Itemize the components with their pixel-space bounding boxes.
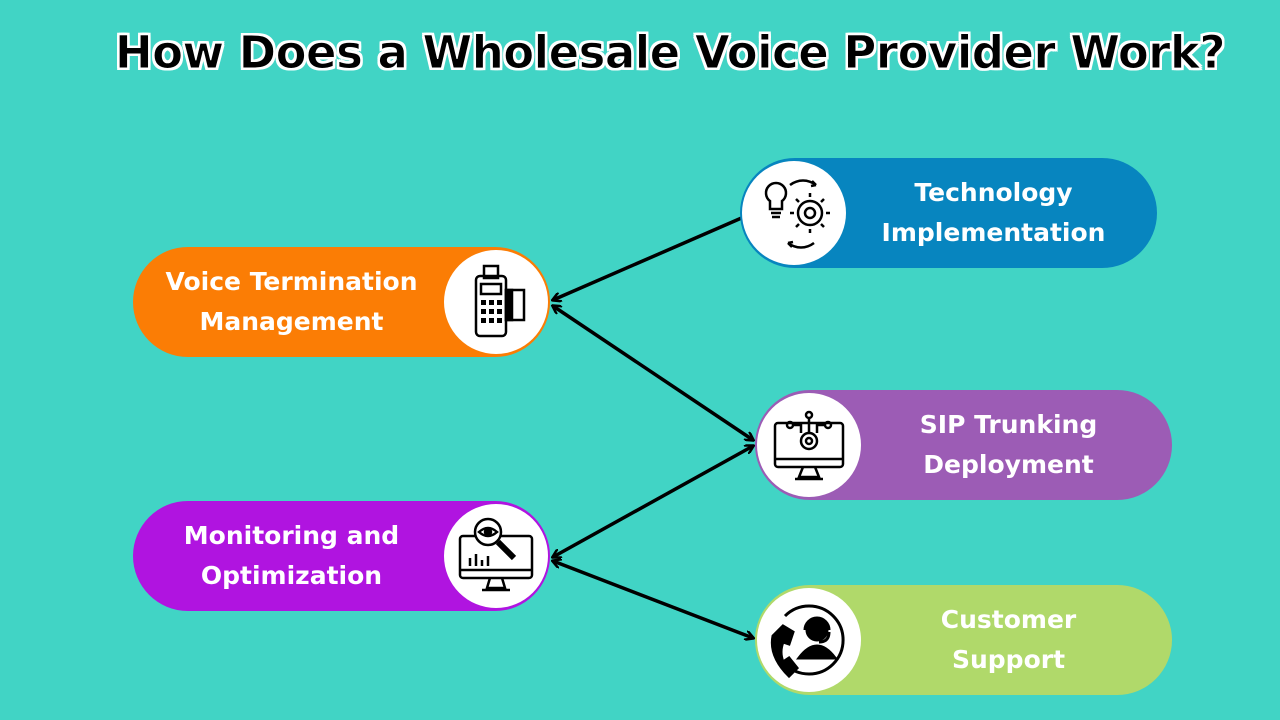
node-label-line1: SIP Trunking (919, 410, 1098, 439)
node-label-line2: Implementation (881, 218, 1106, 247)
arrow-monitoring-sip (553, 446, 753, 557)
arrow-voice-technology (553, 213, 753, 300)
node-label-line2: Deployment (923, 450, 1094, 479)
page-title: How Does a Wholesale Voice Provider Work… (114, 26, 1226, 80)
node-label-line1: Customer (940, 605, 1077, 634)
arrow-monitoring-customer (553, 561, 753, 638)
node-label-line1: Monitoring and (183, 521, 400, 550)
arrow-voice-sip (553, 306, 753, 440)
node-label-line1: Technology (914, 178, 1073, 207)
lightbulb-gear-cycle-icon (742, 161, 846, 265)
pos-terminal-icon (444, 250, 548, 354)
phone-agent-headset-icon (757, 588, 861, 692)
node-label-line1: Voice Termination (165, 267, 418, 296)
node-label-line2: Management (199, 307, 384, 336)
node-label-line2: Optimization (200, 561, 383, 590)
node-label-line2: Support (951, 645, 1066, 674)
monitor-eye-magnifier-icon (444, 504, 548, 608)
monitor-gear-network-icon (757, 393, 861, 497)
